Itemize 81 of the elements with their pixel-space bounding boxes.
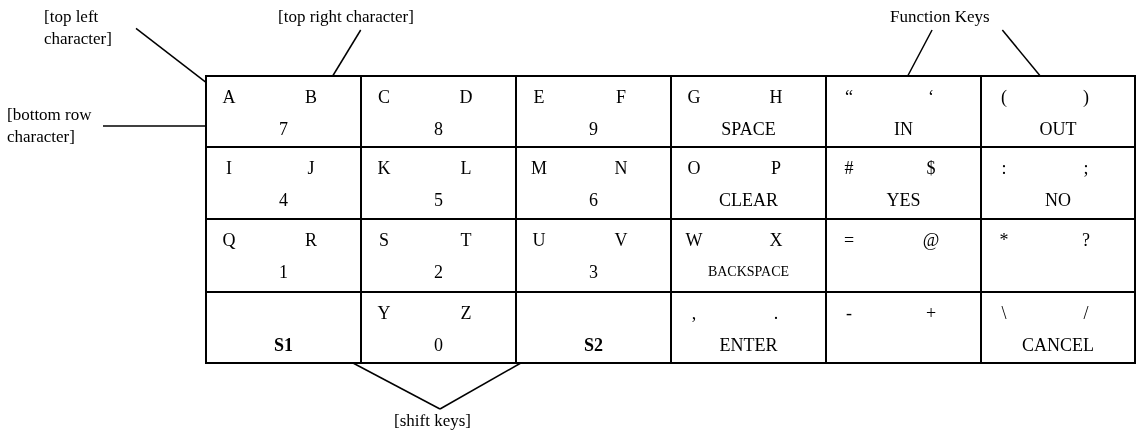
key-label: 0 [434, 334, 443, 357]
key-character: B [305, 86, 317, 109]
key-label: 2 [434, 261, 443, 284]
leader-line [439, 362, 522, 410]
key-character: Q [222, 229, 236, 252]
key-character: ‘ [928, 86, 934, 109]
key-label: ENTER [719, 334, 778, 357]
key-label: BACKSPACE [707, 263, 790, 281]
key-character: ) [1083, 86, 1089, 109]
key-character: . [773, 302, 779, 325]
key-character: : [1001, 157, 1007, 180]
key-label: 7 [279, 118, 288, 141]
key-character: ( [1001, 86, 1007, 109]
key-label: NO [1045, 189, 1071, 212]
key-label: YES [886, 189, 921, 212]
key-character: J [307, 157, 315, 180]
leader-line [102, 125, 207, 127]
key-character: + [925, 302, 937, 325]
key-label: CLEAR [719, 189, 778, 212]
key-label: 4 [279, 189, 288, 212]
key-character: $ [926, 157, 936, 180]
key-character: \ [1001, 302, 1007, 325]
key-character: N [614, 157, 628, 180]
key-label: 8 [434, 118, 443, 141]
key-character: X [769, 229, 783, 252]
key-character: D [459, 86, 473, 109]
key-label: 6 [589, 189, 598, 212]
key-character: ; [1083, 157, 1089, 180]
keypad-key [205, 75, 362, 148]
key-label: 5 [434, 189, 443, 212]
key-character: * [999, 229, 1009, 252]
leader-line [1001, 29, 1041, 77]
key-character: G [687, 86, 701, 109]
keypad-key [980, 75, 1136, 148]
leader-line [331, 29, 362, 77]
key-label: CANCEL [1022, 334, 1094, 357]
key-character: R [305, 229, 317, 252]
key-label: S2 [584, 334, 603, 357]
key-character: M [531, 157, 547, 180]
key-character: P [771, 157, 781, 180]
callout-label: [top left character] [44, 6, 136, 50]
key-label: S1 [274, 334, 293, 357]
key-character: K [377, 157, 391, 180]
callout-label: [bottom row character] [7, 104, 103, 148]
keypad-key [205, 291, 362, 364]
key-character: W [685, 229, 703, 252]
callout-label: Function Keys [890, 6, 1026, 28]
key-character: “ [845, 86, 853, 109]
keypad-key [980, 291, 1136, 364]
key-character: C [378, 86, 390, 109]
key-character: S [379, 229, 389, 252]
key-label: IN [894, 118, 913, 141]
key-character: = [843, 229, 855, 252]
key-character: O [687, 157, 701, 180]
key-label: 3 [589, 261, 598, 284]
key-character: L [460, 157, 472, 180]
key-character: I [226, 157, 232, 180]
key-label: SPACE [721, 118, 776, 141]
key-character: # [844, 157, 854, 180]
key-character: ? [1082, 229, 1090, 252]
leader-line [135, 27, 207, 84]
key-label: 1 [279, 261, 288, 284]
key-label: 9 [589, 118, 598, 141]
key-label: OUT [1039, 118, 1077, 141]
key-character: H [769, 86, 783, 109]
key-character: T [460, 229, 472, 252]
key-character: @ [922, 229, 940, 252]
key-character: Y [377, 302, 391, 325]
key-character: - [846, 302, 852, 325]
key-character: F [616, 86, 626, 109]
leader-line [906, 29, 933, 77]
leader-line [352, 362, 441, 410]
key-character: U [532, 229, 546, 252]
key-character: , [691, 302, 697, 325]
key-character: A [222, 86, 236, 109]
key-character: / [1083, 302, 1089, 325]
callout-label: [shift keys] [394, 410, 496, 432]
callout-label: [top right character] [278, 6, 462, 28]
key-character: Z [460, 302, 472, 325]
key-character: V [614, 229, 628, 252]
key-character: E [533, 86, 545, 109]
